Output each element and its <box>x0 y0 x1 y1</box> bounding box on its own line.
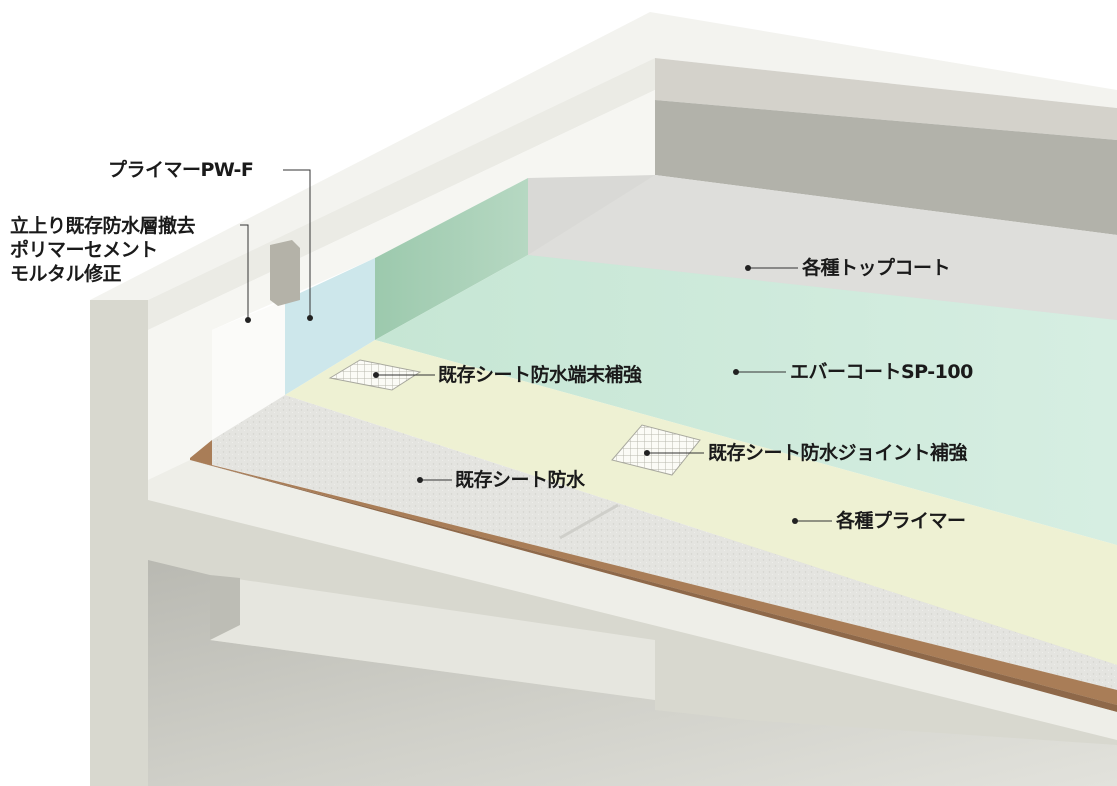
label-upstand-line-2: ポリマーセメント <box>10 239 158 261</box>
label-top-coat: 各種トップコート <box>802 257 951 279</box>
leader-dots <box>245 265 798 524</box>
parapet-left-top <box>90 12 1117 300</box>
ceiling-opening <box>148 560 1117 786</box>
floor-existing-sheet <box>212 395 1117 690</box>
label-existing-sheet: 既存シート防水 <box>455 469 585 491</box>
label-evercoat: エバーコートSP-100 <box>790 361 973 383</box>
sheet-joint-line <box>559 503 619 540</box>
label-sheet-joint: 既存シート防水ジョイント補強 <box>708 442 968 464</box>
removed-layer-block <box>270 240 300 306</box>
floor-evercoat <box>375 255 1117 545</box>
floor-primer <box>285 340 1117 665</box>
leader-lines <box>240 169 832 522</box>
label-upstand-line-1: 立上り既存防水層撤去 <box>10 215 196 237</box>
beam-face <box>210 575 655 700</box>
mesh-joint-reinforcement <box>611 424 701 476</box>
upstand-wall <box>148 90 655 480</box>
slab-front-edge <box>148 460 1117 740</box>
upstand-primer-pwf <box>285 258 375 395</box>
upstand-mortar <box>212 300 285 440</box>
label-sheet-edge: 既存シート防水端末補強 <box>438 364 642 386</box>
parapet-back-face-lower <box>655 100 1117 235</box>
label-primer-pwf: プライマーPW-F <box>108 159 254 181</box>
upstand-evercoat <box>375 178 528 340</box>
label-upstand: 立上り既存防水層撤去 ポリマーセメント モルタル修正 <box>10 214 196 286</box>
floor-substrate <box>190 440 1117 705</box>
floor-topcoat <box>528 175 1117 320</box>
label-upstand-line-3: モルタル修正 <box>10 263 122 285</box>
parapet-back-face <box>655 58 1117 140</box>
beam-shadow <box>210 575 240 640</box>
label-primer: 各種プライマー <box>836 510 966 532</box>
